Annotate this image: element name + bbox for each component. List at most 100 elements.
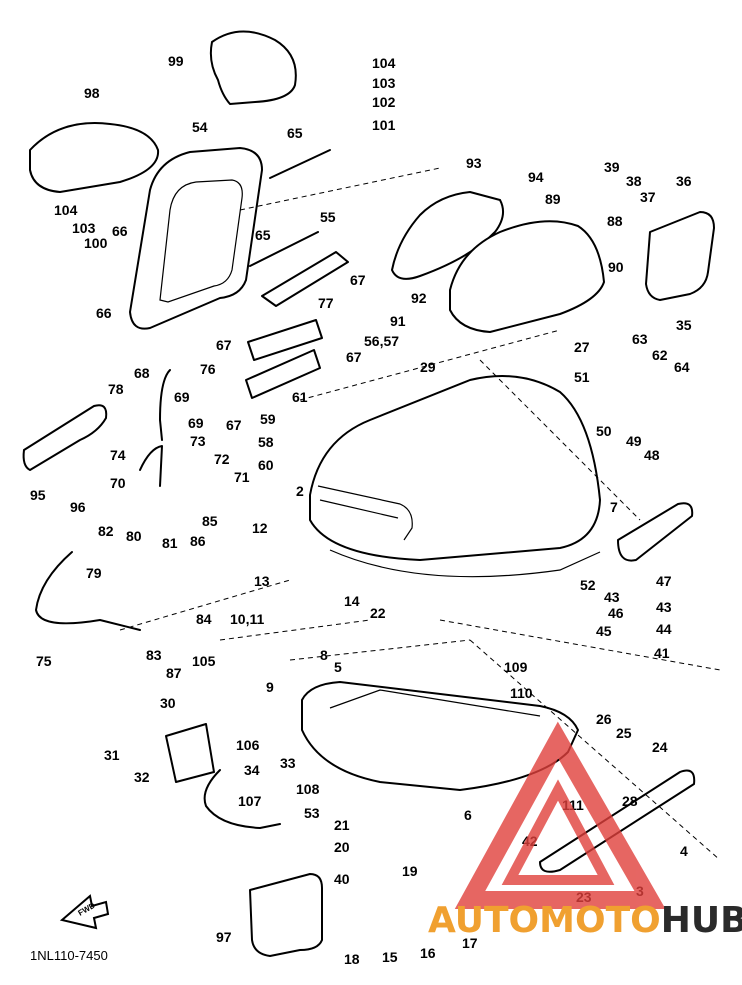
callout-l104b: 104: [54, 202, 78, 218]
callout-l99: 99: [168, 53, 184, 69]
callout-l84: 84: [196, 611, 212, 627]
callout-l35: 35: [676, 317, 692, 333]
part-bracket-55: [261, 251, 349, 307]
part-trim-95: [22, 404, 108, 471]
callout-l104a: 104: [372, 55, 396, 71]
callout-l69a: 69: [174, 389, 190, 405]
callout-l86: 86: [190, 533, 206, 549]
callout-l33: 33: [280, 755, 296, 771]
callout-l94: 94: [528, 169, 544, 185]
callout-l10: 10,11: [230, 611, 264, 627]
callout-l59: 59: [260, 411, 276, 427]
callout-l93: 93: [466, 155, 482, 171]
part-plate-77: [247, 319, 323, 361]
fwd-arrow-icon: FWD: [59, 894, 110, 930]
callout-l28: 28: [622, 793, 638, 809]
callout-l40: 40: [334, 871, 350, 887]
watermark-logo: [454, 721, 666, 909]
callout-l45: 45: [596, 623, 612, 639]
callout-l77: 77: [318, 295, 334, 311]
callout-l75: 75: [36, 653, 52, 669]
callout-l79: 79: [86, 565, 102, 581]
callout-l89: 89: [545, 191, 561, 207]
callout-l21: 21: [334, 817, 350, 833]
callout-l26: 26: [596, 711, 612, 727]
callout-l61: 61: [292, 389, 308, 405]
callout-l83: 83: [146, 647, 162, 663]
part-bolt-65a: [269, 149, 331, 179]
callout-l67b: 67: [216, 337, 232, 353]
callout-l67d: 67: [226, 417, 242, 433]
callout-l47: 47: [656, 573, 672, 589]
callout-l16: 16: [420, 945, 436, 961]
callout-l110: 110: [510, 685, 533, 701]
callout-l78: 78: [108, 381, 124, 397]
callout-l39: 39: [604, 159, 620, 175]
part-backrest-pad: [209, 30, 297, 105]
callout-l46: 46: [608, 605, 624, 621]
callout-l37: 37: [640, 189, 656, 205]
callout-l100: 100: [84, 235, 108, 251]
callout-l103b: 103: [72, 220, 96, 236]
callout-l69b: 69: [188, 415, 204, 431]
callout-l30: 30: [160, 695, 176, 711]
watermark-text: AUTOMOTOHUB: [428, 900, 742, 941]
assembly-lines: [119, 167, 721, 861]
callout-l71: 71: [234, 469, 250, 485]
callout-l7: 7: [610, 499, 618, 515]
callout-l36: 36: [676, 173, 692, 189]
callout-l87: 87: [166, 665, 182, 681]
callout-l5: 5: [334, 659, 342, 675]
callout-l64: 64: [674, 359, 690, 375]
callout-l2: 2: [296, 483, 304, 499]
callout-l12: 12: [252, 520, 268, 536]
callout-l91: 91: [390, 313, 406, 329]
callout-l51: 51: [574, 369, 590, 385]
drawing-code: 1NL110-7450: [30, 948, 108, 963]
callout-l109: 109: [504, 659, 528, 675]
callout-l66b: 66: [96, 305, 112, 321]
callout-l41: 41: [654, 645, 670, 661]
callout-l62: 62: [652, 347, 668, 363]
callout-l95: 95: [30, 487, 46, 503]
callout-l65b: 65: [255, 227, 271, 243]
callout-l56: 56,57: [364, 333, 399, 349]
callout-l55: 55: [320, 209, 336, 225]
part-cable-75: [35, 551, 141, 631]
callout-l96: 96: [70, 499, 86, 515]
callout-l103a: 103: [372, 75, 396, 91]
callout-l49: 49: [626, 433, 642, 449]
callout-l88: 88: [607, 213, 623, 229]
callout-l22: 22: [370, 605, 386, 621]
part-stay-68: [159, 369, 171, 441]
callout-l25: 25: [616, 725, 632, 741]
callout-l85: 85: [202, 513, 218, 529]
callout-l15: 15: [382, 949, 398, 965]
callout-l17: 17: [462, 935, 478, 951]
callout-l108: 108: [296, 781, 320, 797]
callout-l68: 68: [134, 365, 150, 381]
callout-l74: 74: [110, 447, 126, 463]
callout-l8: 8: [320, 647, 328, 663]
callout-l80: 80: [126, 528, 142, 544]
callout-l20: 20: [334, 839, 350, 855]
callout-l58: 58: [258, 434, 274, 450]
callout-l81: 81: [162, 535, 178, 551]
callout-l70: 70: [110, 475, 126, 491]
callout-l90: 90: [608, 259, 624, 275]
part-light-30: [165, 723, 215, 783]
callout-l106: 106: [236, 737, 260, 753]
callout-l43a: 43: [604, 589, 620, 605]
part-trim-47: [617, 502, 694, 562]
callout-l53: 53: [304, 805, 320, 821]
callout-l32: 32: [134, 769, 150, 785]
callout-l82: 82: [98, 523, 114, 539]
part-wire-34: [203, 769, 281, 829]
callout-l38: 38: [626, 173, 642, 189]
callout-l29: 29: [420, 359, 436, 375]
callout-l27: 27: [574, 339, 590, 355]
callout-l54: 54: [192, 119, 208, 135]
callout-l76: 76: [200, 361, 216, 377]
callout-l14: 14: [344, 593, 360, 609]
